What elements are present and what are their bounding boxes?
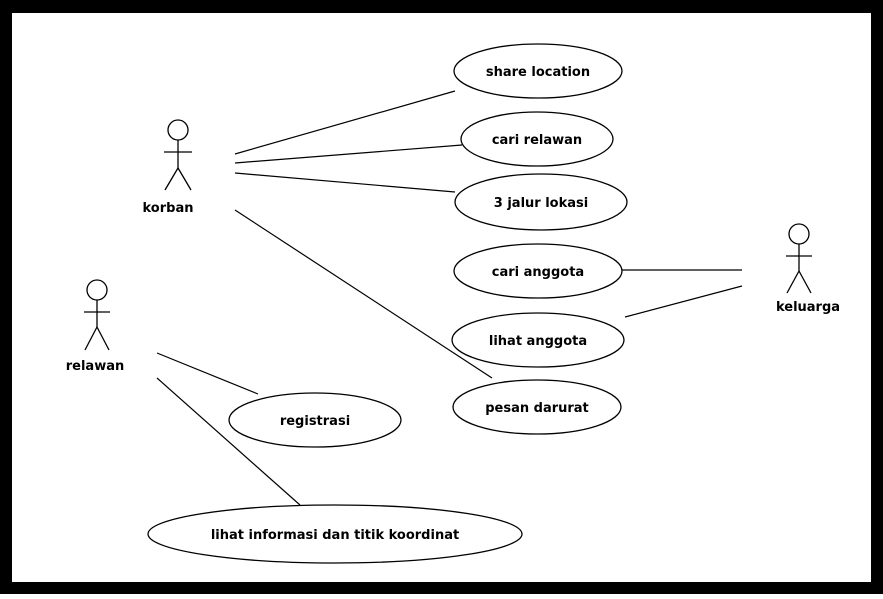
use-case-cari-anggota: cari anggota xyxy=(453,243,623,299)
use-case-lihat-informasi-label: lihat informasi dan titik koordinat xyxy=(211,528,459,543)
use-case-lihat-informasi: lihat informasi dan titik koordinat xyxy=(147,504,523,564)
use-case-registrasi: registrasi xyxy=(228,392,402,448)
use-case-pesan-darurat: pesan darurat xyxy=(452,379,622,435)
stick-figure-icon xyxy=(786,223,812,294)
use-case-lihat-anggota-label: lihat anggota xyxy=(489,334,587,349)
association-relawan-registrasi xyxy=(156,352,259,395)
diagram-background xyxy=(12,13,871,582)
stick-figure-icon xyxy=(84,279,110,351)
actor-keluarga-label: keluarga xyxy=(776,300,840,315)
use-case-cari-relawan: cari relawan xyxy=(460,111,614,167)
use-case-pesan-darurat-label: pesan darurat xyxy=(485,401,589,416)
use-case-share-location-label: share location xyxy=(486,65,590,80)
association-korban-cari-relawan xyxy=(234,144,463,164)
use-case-3-jalur-lokasi: 3 jalur lokasi xyxy=(454,173,628,231)
actor-korban-label: korban xyxy=(143,201,194,216)
association-korban-share-location xyxy=(234,90,456,155)
actor-relawan-label: relawan xyxy=(66,359,125,374)
actor-relawan: relawan xyxy=(66,279,125,374)
use-case-lihat-anggota: lihat anggota xyxy=(451,312,625,368)
association-keluarga-lihat-anggota xyxy=(624,285,743,318)
association-korban-pesan-darurat xyxy=(234,209,493,379)
association-korban-3-jalur-lokasi xyxy=(234,172,456,193)
use-case-share-location: share location xyxy=(453,43,623,99)
actor-keluarga: keluarga xyxy=(776,223,840,315)
actor-korban: korban xyxy=(143,119,194,216)
use-case-registrasi-label: registrasi xyxy=(280,414,350,429)
use-case-cari-anggota-label: cari anggota xyxy=(492,265,584,280)
stick-figure-icon xyxy=(164,119,192,191)
association-relawan-lihat-informasi xyxy=(156,377,301,506)
use-case-3-jalur-lokasi-label: 3 jalur lokasi xyxy=(494,196,588,211)
use-case-cari-relawan-label: cari relawan xyxy=(492,133,582,148)
